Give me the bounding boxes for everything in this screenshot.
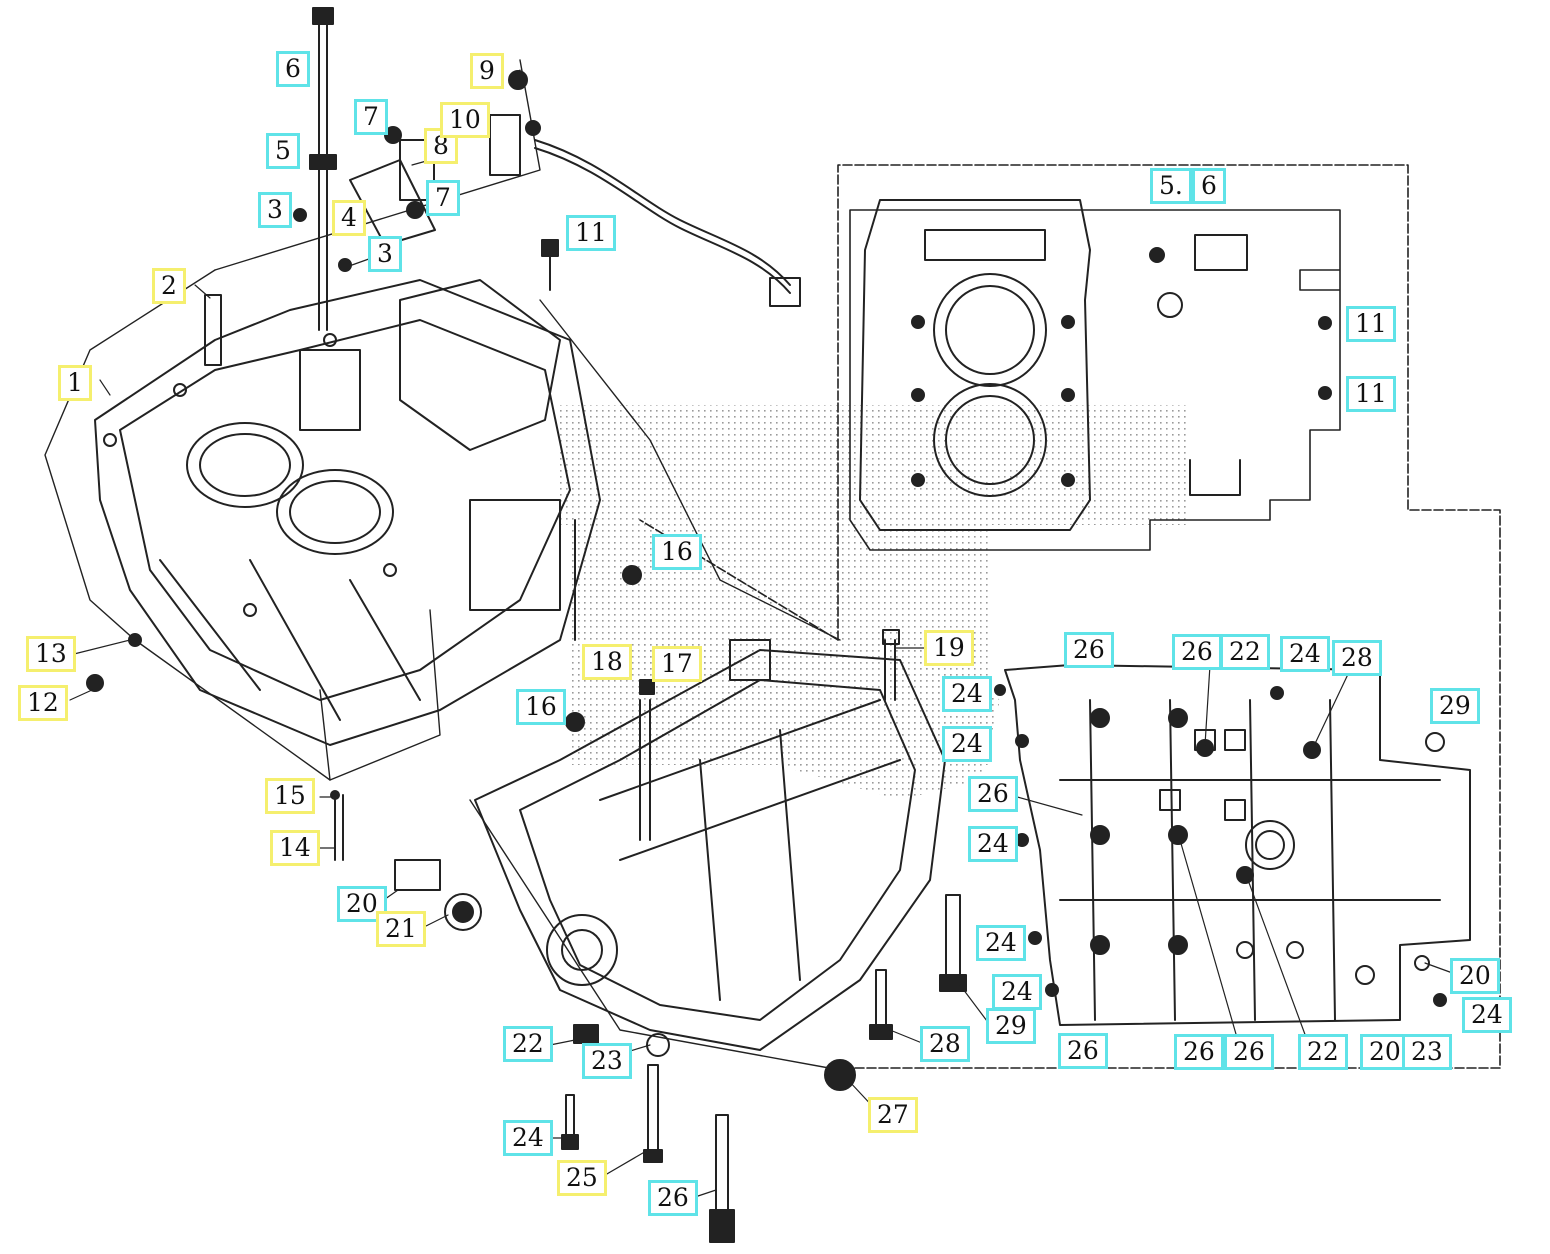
callout-label: 26 bbox=[1058, 1033, 1108, 1069]
callout-label: 22 bbox=[1298, 1034, 1348, 1070]
callout-label: 26 bbox=[1174, 1034, 1224, 1070]
callout-label: 20 bbox=[1360, 1034, 1410, 1070]
callout-label: 22 bbox=[503, 1026, 553, 1062]
cylinder-top-view bbox=[849, 199, 1341, 551]
callout-label: 26 bbox=[1224, 1034, 1274, 1070]
lower-fasteners bbox=[561, 894, 967, 1243]
callout-label: 26 bbox=[968, 776, 1018, 812]
callout-label: 23 bbox=[1402, 1034, 1452, 1070]
callout-label: 26 bbox=[1064, 632, 1114, 668]
callout-label: 11 bbox=[1346, 306, 1396, 342]
callout-label: 4 bbox=[332, 200, 366, 236]
callout-label: 17 bbox=[652, 646, 702, 682]
callout-label: 26 bbox=[648, 1180, 698, 1216]
callout-label: 6 bbox=[1192, 168, 1226, 204]
callout-label: 1 bbox=[58, 365, 92, 401]
callout-label: 19 bbox=[924, 630, 974, 666]
callout-label: 18 bbox=[582, 644, 632, 680]
callout-label: 29 bbox=[986, 1008, 1036, 1044]
callout-label: 16 bbox=[516, 689, 566, 725]
callout-label: 5. bbox=[1150, 168, 1192, 204]
callout-label: 13 bbox=[26, 636, 76, 672]
callout-label: 21 bbox=[376, 911, 426, 947]
callout-label: 5 bbox=[266, 133, 300, 169]
callout-label: 6 bbox=[276, 51, 310, 87]
lower-case-bottom-view bbox=[994, 664, 1471, 1026]
callout-label: 28 bbox=[920, 1026, 970, 1062]
callout-ticks bbox=[69, 69, 1459, 1199]
callout-label: 7 bbox=[426, 180, 460, 216]
callout-label: 28 bbox=[1332, 640, 1382, 676]
callout-label: 3 bbox=[258, 192, 292, 228]
callout-label: 11 bbox=[566, 215, 616, 251]
callout-label: 24 bbox=[976, 925, 1026, 961]
callout-label: 26 bbox=[1172, 634, 1222, 670]
callout-label: 3 bbox=[368, 236, 402, 272]
callout-label: 15 bbox=[265, 778, 315, 814]
upper-fasteners bbox=[204, 7, 801, 931]
callout-label: 29 bbox=[1430, 688, 1480, 724]
callout-label: 20 bbox=[1450, 958, 1500, 994]
callout-label: 11 bbox=[1346, 376, 1396, 412]
upper-crankcase bbox=[86, 279, 601, 746]
callout-label: 24 bbox=[942, 676, 992, 712]
callout-label: 24 bbox=[1462, 997, 1512, 1033]
callout-label: 7 bbox=[354, 99, 388, 135]
callout-label: 23 bbox=[582, 1043, 632, 1079]
callout-label: 14 bbox=[270, 830, 320, 866]
callout-label: 27 bbox=[868, 1097, 918, 1133]
callout-label: 24 bbox=[992, 974, 1042, 1010]
callout-label: 12 bbox=[18, 685, 68, 721]
lower-crankcase bbox=[474, 629, 946, 1051]
callout-label: 2 bbox=[152, 268, 186, 304]
callout-label: 24 bbox=[503, 1120, 553, 1156]
callout-label: 22 bbox=[1220, 634, 1270, 670]
callout-label: 24 bbox=[968, 826, 1018, 862]
callout-label: 9 bbox=[470, 53, 504, 89]
callout-label: 16 bbox=[652, 534, 702, 570]
callout-label: 24 bbox=[1280, 636, 1330, 672]
callout-label: 25 bbox=[557, 1160, 607, 1196]
callout-label: 24 bbox=[942, 726, 992, 762]
callout-label: 10 bbox=[440, 102, 490, 138]
